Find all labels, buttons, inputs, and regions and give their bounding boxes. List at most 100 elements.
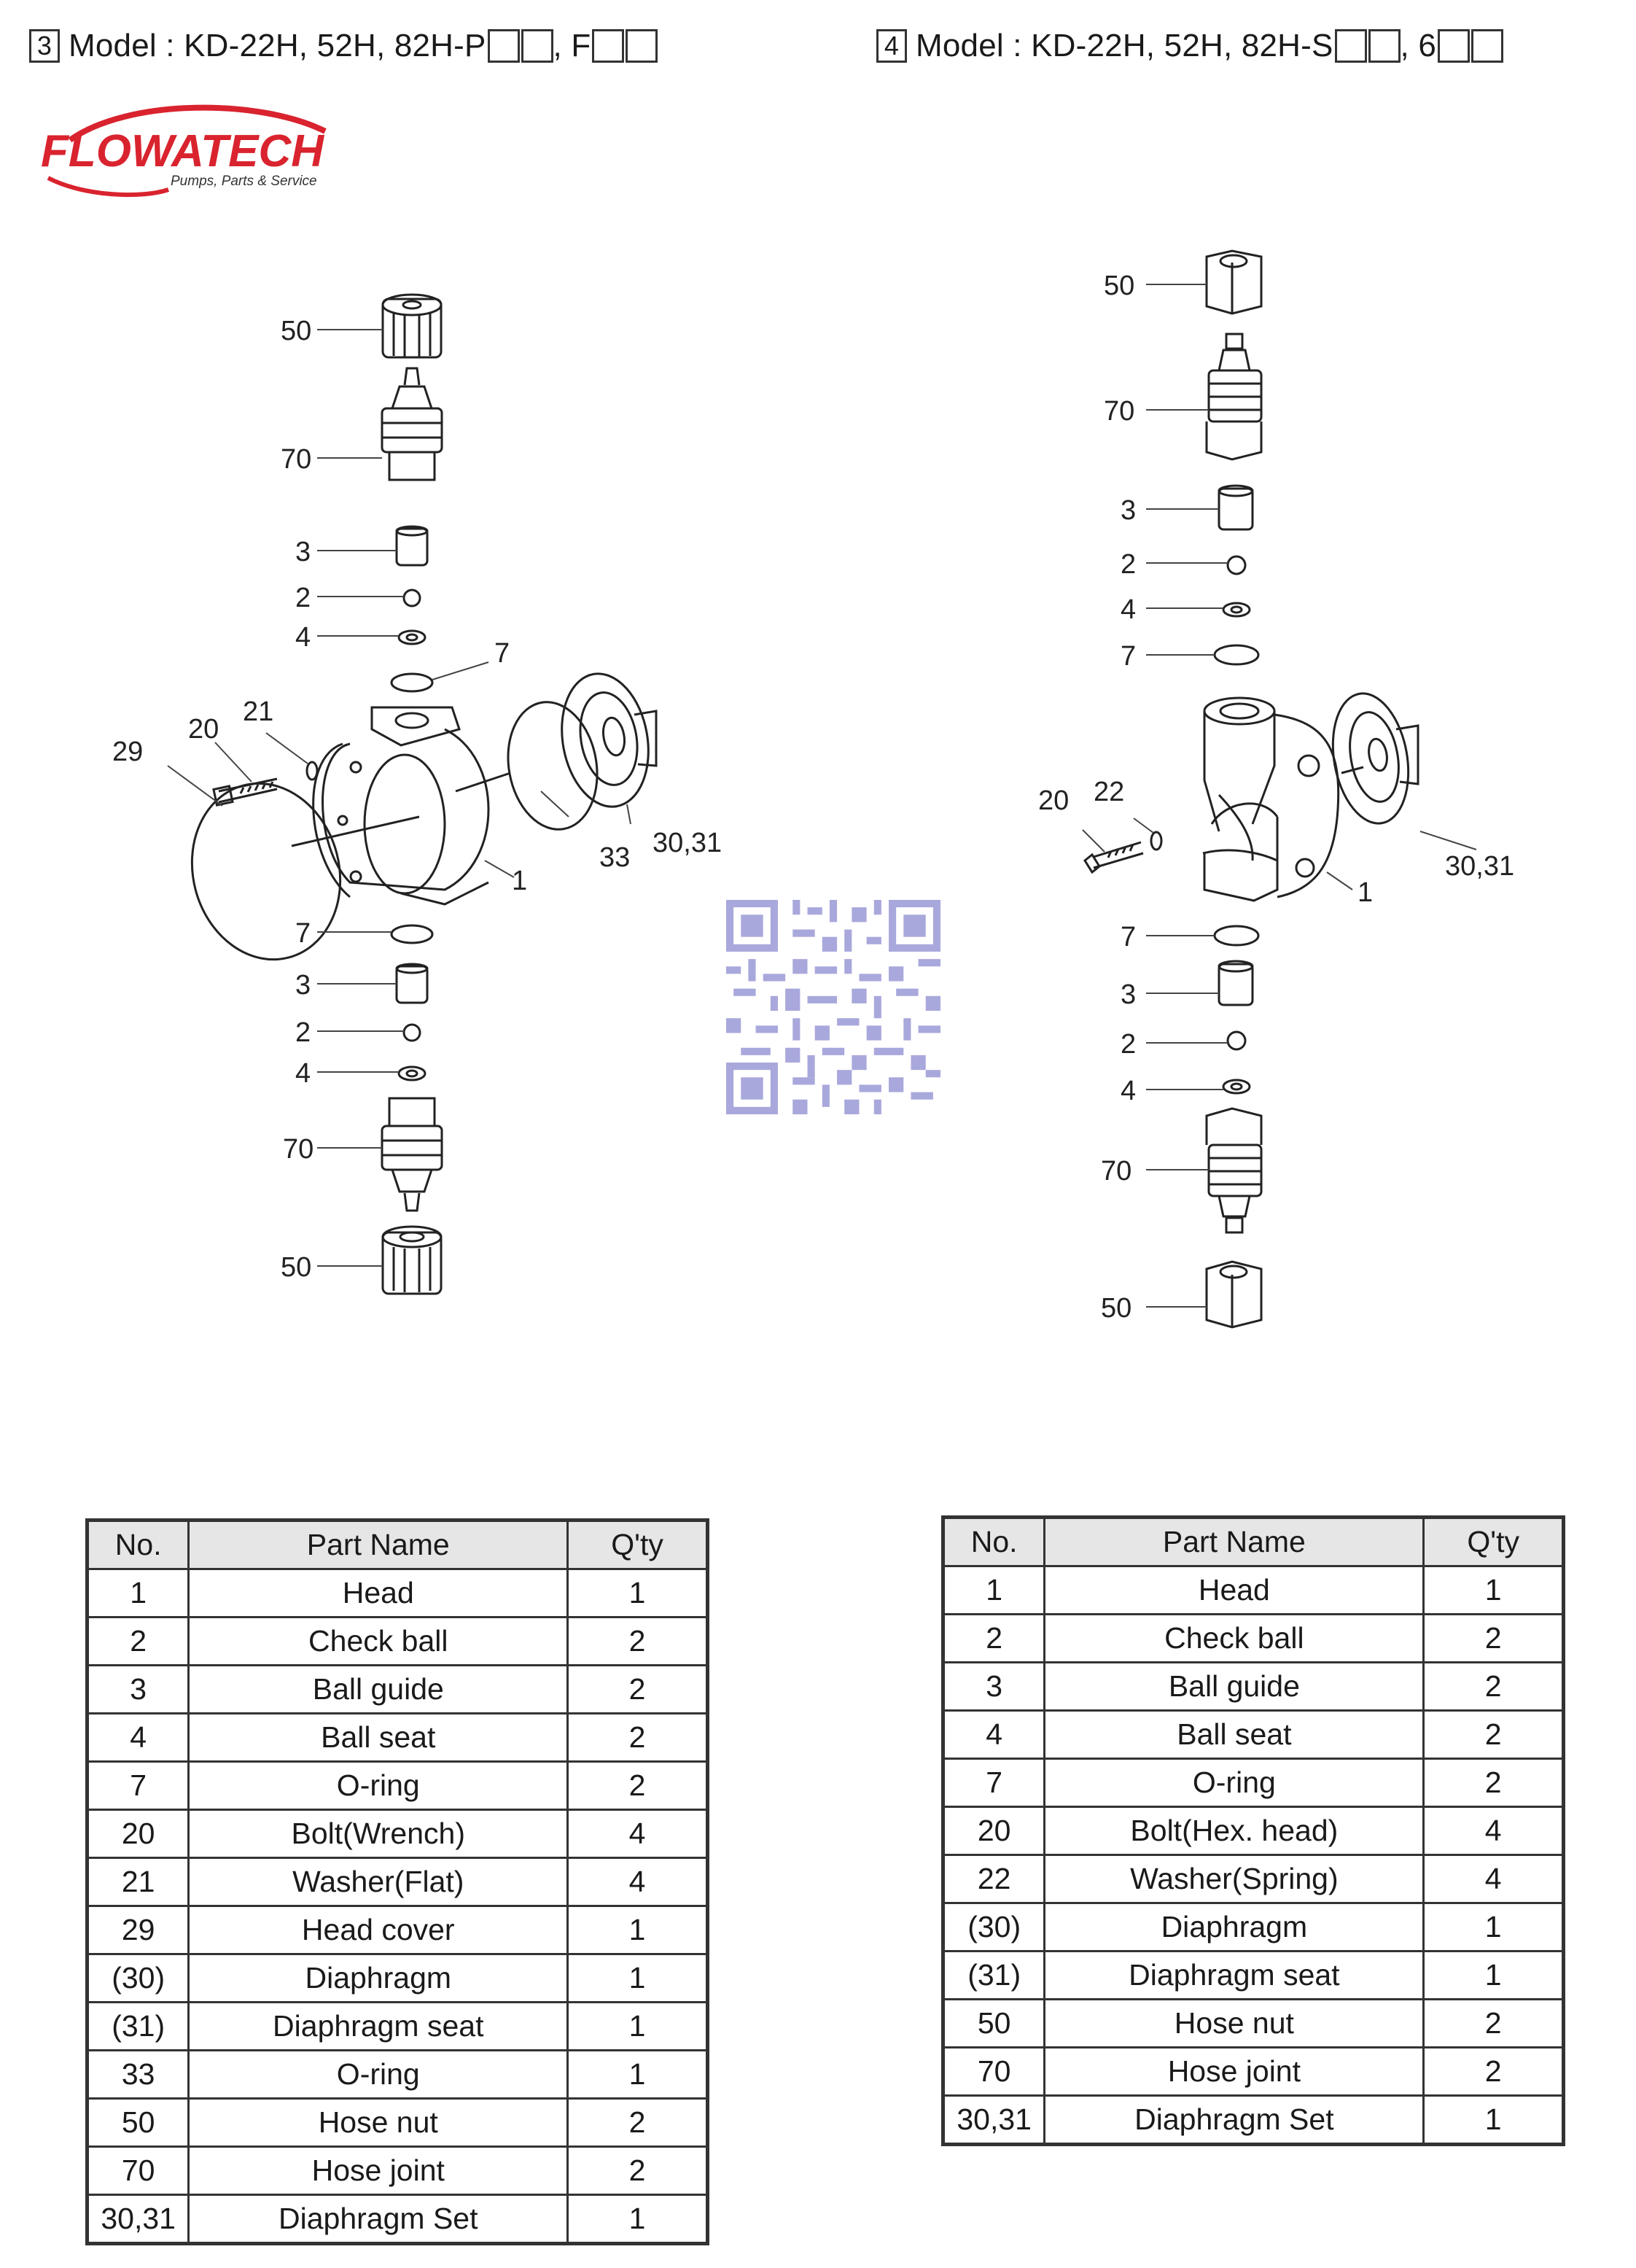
cell-no: 22 xyxy=(941,1854,1046,1904)
cell-name: Diaphragm seat xyxy=(1043,1950,1425,2000)
placeholder-box xyxy=(1438,29,1471,63)
cell-name: Diaphragm Set xyxy=(1043,2094,1425,2145)
callout-label: 3 xyxy=(295,970,311,1001)
cell-no: 3 xyxy=(85,1664,190,1714)
callout-label: 20 xyxy=(1038,785,1069,816)
cell-name: O-ring xyxy=(187,1760,569,1811)
cell-no: 21 xyxy=(85,1857,190,1907)
callout-label: 7 xyxy=(295,918,311,949)
pump-head-icon xyxy=(1203,696,1276,726)
placeholder-box xyxy=(592,29,625,63)
cell-qty: 2 xyxy=(566,1664,709,1714)
cell-name: Ball guide xyxy=(1043,1661,1425,1712)
cell-qty: 1 xyxy=(566,2049,709,2100)
cell-qty: 2 xyxy=(1422,1998,1565,2048)
model-title-suffix: , F xyxy=(553,28,591,63)
cell-qty: 2 xyxy=(566,1616,709,1666)
cell-no: 1 xyxy=(85,1568,190,1618)
cell-no: 1 xyxy=(941,1565,1046,1615)
callout-label: 3 xyxy=(1121,495,1136,526)
ball-guide-icon xyxy=(395,527,429,567)
diaphragm-icon xyxy=(561,672,650,808)
flowatech-logo: FLOWATECH Pumps, Parts & Service xyxy=(41,104,327,198)
hose-nut-icon xyxy=(381,298,443,359)
placeholder-box xyxy=(1334,29,1367,63)
callout-label: 30,31 xyxy=(1445,851,1514,882)
model-title: Model : KD-22H, 52H, 82H-P xyxy=(69,28,486,63)
cell-qty: 1 xyxy=(566,1568,709,1618)
table-header-row: No. Part Name Q'ty xyxy=(941,1516,1565,1567)
callout-label: 33 xyxy=(599,842,630,873)
cell-no: (30) xyxy=(941,1902,1046,1952)
callout-label: 70 xyxy=(1104,396,1134,427)
placeholder-box xyxy=(626,29,658,63)
cell-name: Washer(Spring) xyxy=(1043,1854,1425,1904)
qr-code xyxy=(726,900,940,1114)
cell-qty: 1 xyxy=(1422,1902,1565,1952)
cell-no: 4 xyxy=(85,1712,190,1763)
model-title: Model : KD-22H, 52H, 82H-S xyxy=(916,28,1333,63)
check-ball-icon xyxy=(1226,555,1247,575)
cell-qty: 2 xyxy=(1422,1709,1565,1760)
cell-name: Hose nut xyxy=(1043,1998,1425,2048)
column-header-no: No. xyxy=(941,1516,1046,1567)
callout-label: 3 xyxy=(295,537,311,567)
callout-label: 4 xyxy=(295,622,311,653)
cell-name: Head cover xyxy=(187,1905,569,1955)
cell-name: Diaphragm xyxy=(187,1953,569,2003)
right-exploded-diagram: 50 70 3 2 4 7 20 22 30,31 1 7 3 2 4 70 5… xyxy=(1038,249,1514,1329)
cell-qty: 2 xyxy=(1422,1661,1565,1712)
hose-joint-icon xyxy=(1225,333,1244,350)
cell-qty: 2 xyxy=(1422,1758,1565,1808)
cell-no: 70 xyxy=(941,2046,1046,2097)
pump-head-icon xyxy=(370,706,461,747)
model-title-suffix: , 6 xyxy=(1400,28,1437,63)
head-cover-icon xyxy=(190,782,342,961)
cell-no: 2 xyxy=(85,1616,190,1666)
cell-no: 50 xyxy=(941,1998,1046,2048)
cell-no: 70 xyxy=(85,2145,190,2196)
column-header-name: Part Name xyxy=(187,1519,569,1570)
ball-seat-icon xyxy=(1222,602,1251,618)
cell-qty: 2 xyxy=(1422,1613,1565,1663)
placeholder-box xyxy=(521,29,553,63)
callout-label: 4 xyxy=(295,1058,311,1089)
logo-underline-icon xyxy=(47,176,169,198)
left-exploded-diagram: 50 70 3 2 4 7 21 20 29 33 30,31 1 7 3 2 … xyxy=(112,293,722,1295)
cell-name: Check ball xyxy=(187,1616,569,1666)
cell-qty: 2 xyxy=(566,1712,709,1763)
cell-qty: 1 xyxy=(1422,2094,1565,2145)
cell-no: 30,31 xyxy=(941,2094,1046,2145)
cell-qty: 2 xyxy=(566,2097,709,2148)
cell-no: (31) xyxy=(85,2001,190,2051)
logo-wordmark: FLOWATECH xyxy=(41,126,324,176)
cell-qty: 1 xyxy=(566,1905,709,1955)
column-header-no: No. xyxy=(85,1519,190,1570)
section-heading-right: 4 Model : KD-22H, 52H, 82H-S , 6 xyxy=(876,28,1504,64)
callout-label: 7 xyxy=(1121,641,1136,672)
cell-no: 20 xyxy=(85,1809,190,1859)
cell-no: 29 xyxy=(85,1905,190,1955)
callout-label: 7 xyxy=(494,638,510,669)
cell-qty: 1 xyxy=(566,2194,709,2245)
section-number: 4 xyxy=(876,29,907,63)
cell-no: 7 xyxy=(941,1758,1046,1808)
placeholder-box xyxy=(1471,29,1504,63)
cell-name: Ball seat xyxy=(1043,1709,1425,1760)
